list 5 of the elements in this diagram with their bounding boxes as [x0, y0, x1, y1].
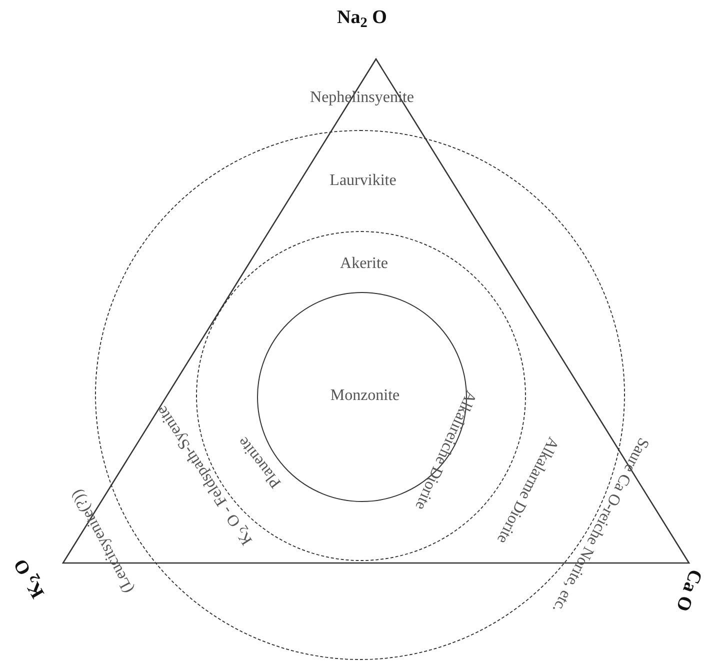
region-label: Akerite [340, 254, 388, 274]
oxide-label: Na$_{2}$ O [337, 6, 387, 32]
oxide-label: Ca O [670, 566, 707, 615]
region-label: Laurvikite [330, 171, 396, 191]
region-label: Monzonite [330, 386, 400, 406]
